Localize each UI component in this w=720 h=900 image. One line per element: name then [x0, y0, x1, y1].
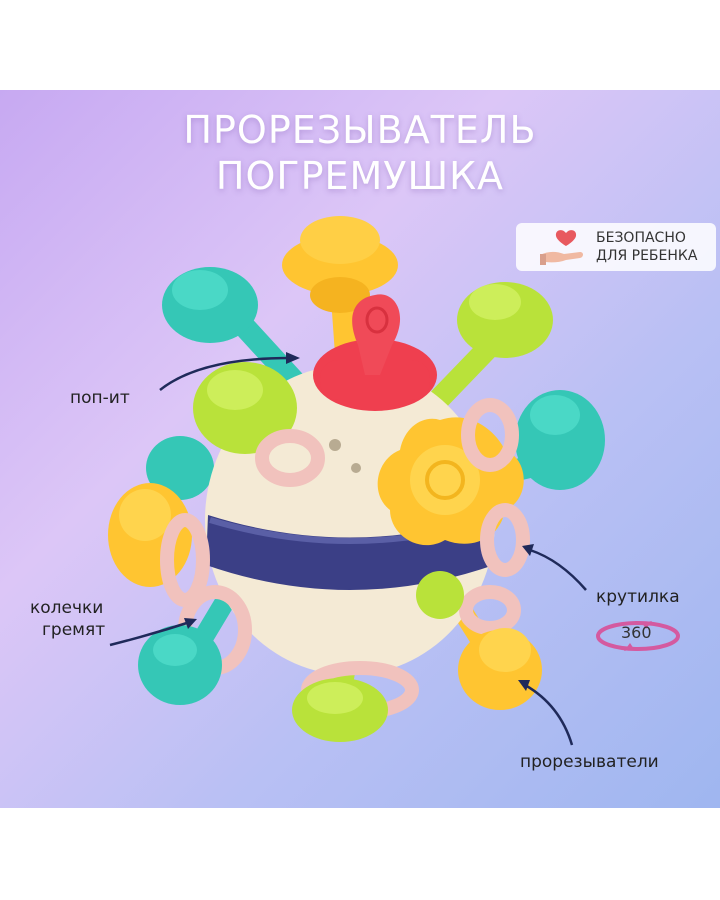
teether-teal-right	[515, 390, 605, 490]
hand-heart-icon	[540, 230, 583, 265]
label-spinner: крутилка	[596, 587, 680, 607]
rotate-360-icon	[596, 621, 680, 651]
teether-lime-right-top	[457, 282, 553, 358]
teether-ball-illustration	[108, 216, 605, 746]
title-line-2: ПОГРЕМУШКА	[215, 154, 505, 198]
label-teethers: прорезыватели	[520, 752, 659, 772]
title-line-1: ПРОРЕЗЫВАТЕЛЬ	[183, 108, 537, 152]
teether-yellow-bottom-right	[458, 628, 542, 710]
teether-teal-left-top	[162, 267, 258, 343]
rotation-value: 360	[621, 623, 652, 642]
badge-line-2: ДЛЯ РЕБЕНКА	[596, 248, 698, 264]
teether-lime-front	[193, 362, 297, 454]
teether-teal-left-mid	[146, 436, 214, 500]
badge-line-1: БЕЗОПАСНО	[596, 230, 686, 246]
label-rings-line-2: гремят	[42, 620, 106, 640]
popit-red	[313, 294, 437, 411]
product-banner: ПРОРЕЗЫВАТЕЛЬ ПОГРЕМУШКА БЕЗОПАСНО ДЛЯ Р…	[0, 90, 720, 808]
label-popit: поп-ит	[70, 388, 130, 408]
label-rings-line-1: колечки	[30, 598, 104, 618]
teether-yellow-top	[282, 216, 398, 313]
safety-badge: БЕЗОПАСНО ДЛЯ РЕБЕНКА	[516, 223, 716, 271]
teether-yellow-left	[108, 483, 192, 587]
callout-arrows	[109, 356, 587, 746]
lime-knob	[416, 571, 464, 619]
teether-lime-bottom	[292, 678, 388, 742]
teether-yellow-flower	[377, 417, 524, 546]
teether-teal-bottom-left	[138, 625, 222, 705]
